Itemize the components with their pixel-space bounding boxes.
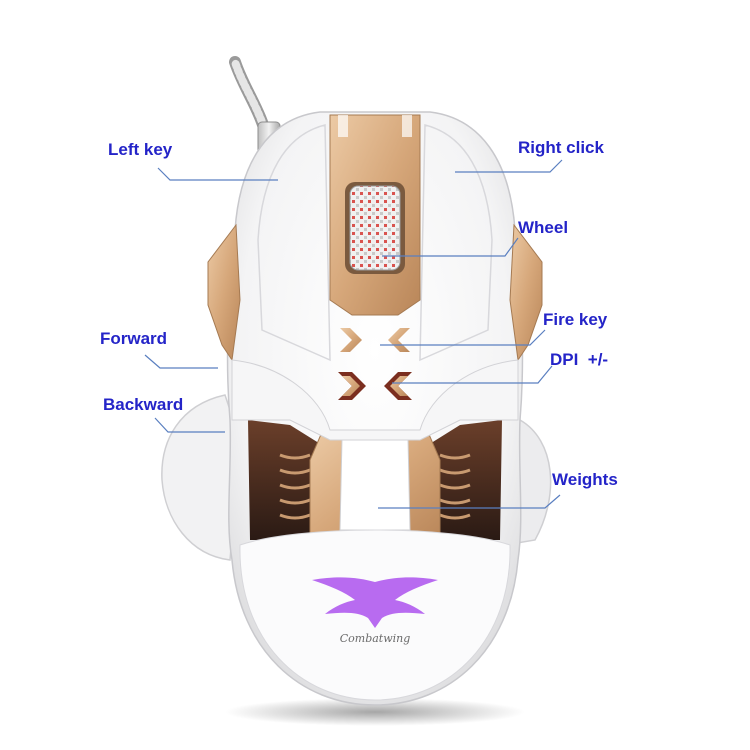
fire-key-chevrons	[340, 328, 410, 352]
combatwing-logo-icon	[312, 577, 438, 628]
logo-text: Combatwing	[339, 632, 411, 645]
label-fire-key: Fire key	[543, 310, 608, 329]
label-forward: Forward	[100, 329, 168, 348]
label-weights: Weights	[552, 470, 618, 489]
weight-springs	[279, 453, 471, 520]
dpi-chevrons	[338, 372, 412, 400]
side-wing-left	[161, 394, 241, 561]
label-backward: Backward	[103, 395, 184, 414]
label-right-click: Right click	[518, 138, 604, 157]
scroll-wheel	[345, 182, 405, 274]
weight-cover	[339, 437, 411, 531]
mouse-shadow	[225, 698, 525, 726]
label-dpi: DPI +/-	[550, 350, 609, 369]
gold-side-panel-right	[509, 223, 543, 362]
label-wheel: Wheel	[518, 218, 569, 237]
gold-side-panel-left	[207, 223, 241, 362]
label-left-key: Left key	[108, 140, 173, 159]
annotation-leader-lines	[144, 159, 563, 509]
